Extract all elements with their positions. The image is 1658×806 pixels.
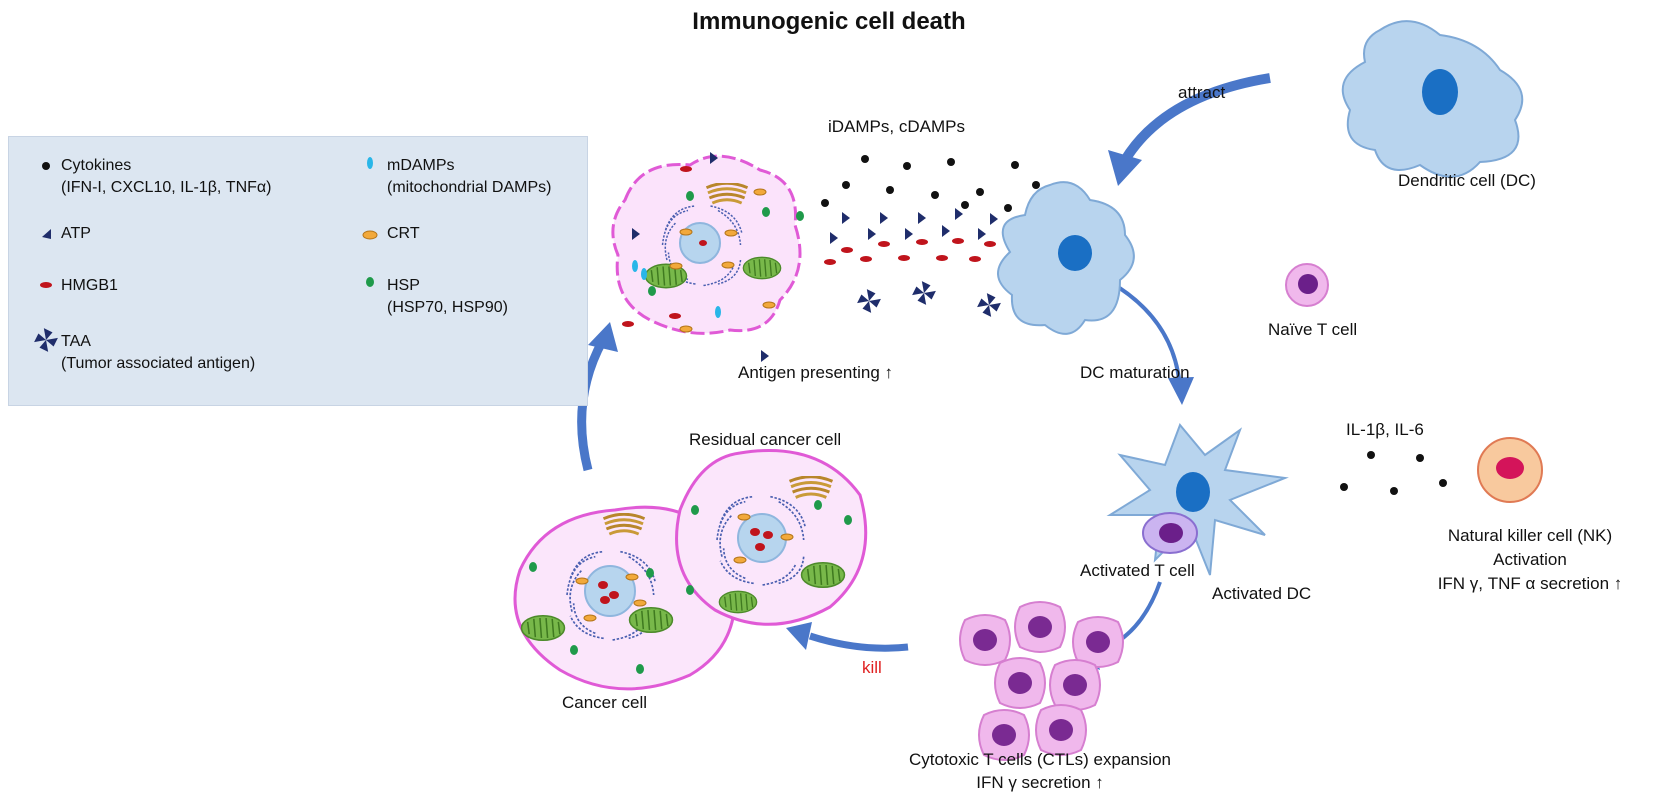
nk-cell-label: Natural killer cell (NK)	[1447, 526, 1613, 545]
green-oval-icon	[366, 277, 374, 287]
legend-taa-name: TAA	[61, 333, 91, 350]
legend-cytokines-detail: (IFN-I, CXCL10, IL-1β, TNFα)	[61, 179, 272, 196]
dying-cancer-cell	[611, 152, 804, 362]
legend-mdamps-detail: (mitochondrial DAMPs)	[387, 179, 552, 196]
cancer-cell-label: Cancer cell	[562, 693, 648, 712]
navy-triangle-icon	[42, 229, 51, 239]
nk-activation-label: Activation	[1493, 550, 1567, 569]
legend-taa-detail: (Tumor associated antigen)	[61, 355, 256, 372]
attract-label: attract	[1178, 83, 1226, 102]
nk-cell	[1477, 437, 1543, 503]
legend-hmgb1-name: HMGB1	[61, 277, 118, 294]
naive-t-cell	[1285, 263, 1329, 307]
residual-cancer-cell-label: Residual cancer cell	[689, 430, 842, 449]
dendritic-cell-label: Dendritic cell (DC)	[1398, 171, 1536, 190]
red-oval-icon	[40, 282, 52, 288]
ctl-cluster	[959, 601, 1124, 761]
black-dot-icon	[42, 162, 50, 170]
antigen-presenting-label: Antigen presenting ↑	[738, 363, 893, 382]
activated-dc	[1106, 423, 1289, 576]
legend-cytokines-name: Cytokines	[61, 157, 132, 174]
attract-arrow	[1120, 73, 1271, 163]
ctl-expansion-label: Cytotoxic T cells (CTLs) expansion	[908, 750, 1172, 769]
kill-label: kill	[862, 658, 882, 677]
legend-hsp-detail: (HSP70, HSP90)	[387, 299, 508, 316]
kill-arrow	[808, 632, 909, 652]
il-cytokines-label: IL-1β, IL-6	[1346, 420, 1424, 439]
legend-crt-name: CRT	[387, 225, 420, 242]
maturing-dc	[997, 181, 1135, 335]
legend-hsp-name: HSP	[387, 277, 420, 294]
dendritic-cell	[1341, 20, 1524, 178]
legend-atp-name: ATP	[61, 225, 91, 242]
nk-secretion-label: IFN γ, TNF α secretion ↑	[1437, 574, 1623, 593]
maturation-arrow	[1108, 280, 1182, 389]
activated-t-cell-label: Activated T cell	[1080, 561, 1195, 580]
pinwheel-icon	[34, 328, 58, 352]
residual-cancer-cell	[675, 449, 868, 626]
activated-dc-label: Activated DC	[1212, 584, 1312, 603]
legend-panel: Cytokines (IFN-I, CXCL10, IL-1β, TNFα) A…	[8, 136, 588, 406]
naive-t-cell-label: Naïve T cell	[1268, 320, 1358, 339]
orange-oval-icon	[362, 230, 378, 240]
cyan-oval-icon	[367, 157, 373, 169]
activated-t-cell	[1142, 512, 1198, 554]
damps-label: iDAMPs, cDAMPs	[828, 117, 965, 136]
damps-scatter	[821, 155, 1040, 317]
diagram-title: Immunogenic cell death	[692, 8, 966, 35]
dc-maturation-label: DC maturation	[1080, 363, 1190, 382]
il-cytokine-dots	[1340, 451, 1447, 495]
legend-mdamps-name: mDAMPs	[387, 157, 455, 174]
ctl-secretion-label: IFN γ secretion ↑	[976, 773, 1104, 792]
